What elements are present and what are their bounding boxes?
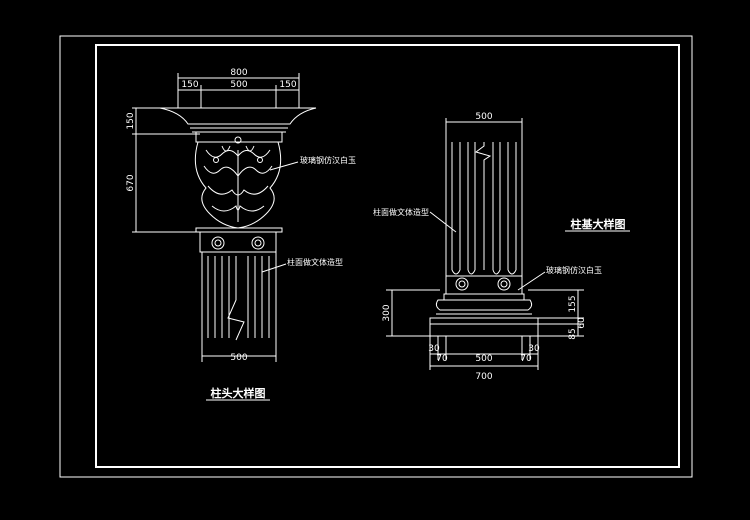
dim-bottom-30-right: 30 [528,344,540,354]
dim-capital-middle: 500 [230,80,247,90]
inner-frame [95,44,680,468]
dim-bottom-500: 500 [475,354,492,364]
dim-base-height: 300 [382,304,392,321]
dim-base-moulding: 155 [568,295,578,312]
dim-base-plinth: 85 [568,328,578,339]
label-capital-material: 玻璃钢仿汉白玉 [300,155,356,165]
dim-bottom-30-left: 30 [428,344,440,354]
capital-dimension-texts: 800 150 500 150 150 670 500 玻璃钢仿汉白玉 柱面做文… [126,68,356,400]
dim-leaf-height: 670 [126,174,136,191]
base-title: 柱基大样图 [571,217,626,231]
label-base-shaft-finish: 柱面做文体造型 [373,207,429,217]
label-base-material: 玻璃钢仿汉白玉 [546,265,602,275]
label-shaft-finish: 柱面做文体造型 [287,257,343,267]
dim-base-shaft-width: 500 [475,112,492,122]
dim-bottom-70-right: 70 [520,354,532,364]
dim-bottom-70-left: 70 [436,354,448,364]
capital-view [132,73,317,401]
dim-abacus-height: 150 [126,112,136,129]
dim-bottom-total: 700 [475,372,492,382]
dim-shaft-width: 500 [230,353,247,363]
dim-capital-right: 150 [279,80,296,90]
dim-base-fillet: 60 [577,317,587,329]
dim-capital-width: 800 [230,68,247,78]
capital-title: 柱头大样图 [211,386,266,400]
dim-capital-left: 150 [181,80,198,90]
base-view [386,118,630,370]
outer-frame [59,35,693,478]
base-dimension-texts: 500 300 155 60 85 30 70 500 70 30 700 柱面… [373,112,626,382]
